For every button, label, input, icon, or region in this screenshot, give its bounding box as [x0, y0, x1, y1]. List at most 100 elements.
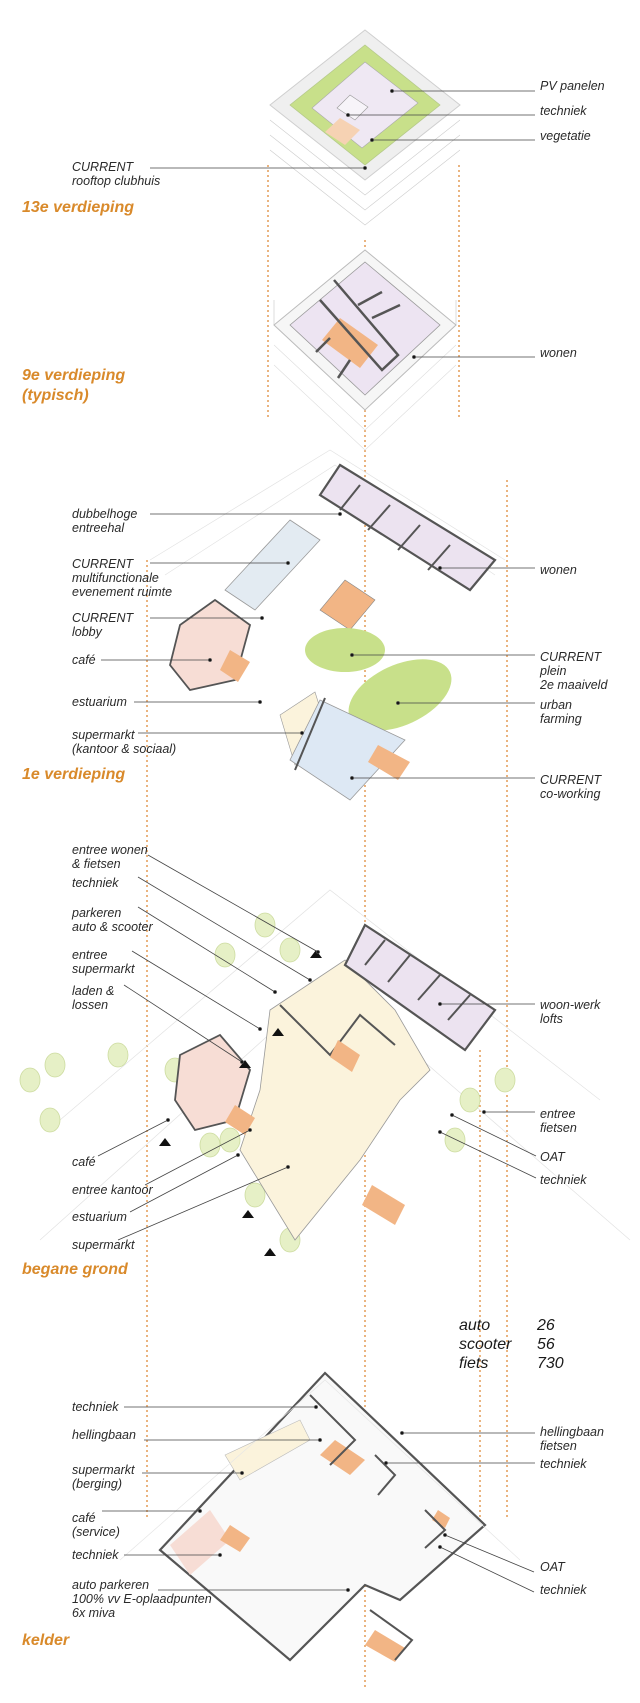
leader-line	[137, 876, 311, 981]
leader-dot	[412, 355, 416, 359]
label-1e-5: supermarkt (kantoor & sociaal)	[72, 728, 177, 756]
label-1e-1: CURRENT multifunctionale evenement ruimt…	[72, 557, 173, 599]
leader-line	[129, 1154, 239, 1213]
floor-basement-drawing	[119, 1371, 521, 1662]
label-13e-1: techniek	[540, 104, 587, 118]
leader-dot	[350, 776, 354, 780]
floor-title-1e: 1e verdieping	[22, 766, 126, 783]
leader-line	[131, 950, 261, 1030]
leader-dot	[438, 1545, 442, 1549]
label-kelder-8: OAT	[540, 1560, 565, 1574]
leader-dot	[438, 1130, 442, 1134]
leader-dot	[236, 1153, 240, 1157]
stat-value: 730	[537, 1355, 564, 1372]
leader-dot	[308, 978, 312, 982]
label-kelder-6: hellingbaan fietsen	[540, 1425, 604, 1453]
label-kelder-9: techniek	[540, 1583, 587, 1597]
label-kelder-3: café (service)	[72, 1511, 120, 1539]
leader-line	[123, 984, 243, 1063]
leader-dot	[314, 1405, 318, 1409]
stat-value: 56	[537, 1336, 555, 1353]
label-bg-11: OAT	[540, 1150, 565, 1164]
floor-1e-drawing	[149, 449, 506, 801]
leader-dot	[438, 566, 442, 570]
label-bg-1: techniek	[72, 876, 119, 890]
leader-dot	[248, 1128, 252, 1132]
label-bg-0: entree wonen & fietsen	[72, 843, 148, 871]
floor-title-bg: begane grond	[22, 1261, 128, 1278]
leader-dot	[370, 138, 374, 142]
label-bg-10: entree fietsen	[540, 1107, 577, 1135]
floor-title-9e: 9e verdieping (typisch)	[22, 367, 126, 404]
parking-stats: auto 26 scooter 56 fiets 730	[459, 1316, 564, 1373]
label-1e-3: café	[72, 653, 96, 667]
label-13e-0: PV panelen	[540, 79, 605, 93]
label-bg-12: techniek	[540, 1173, 587, 1187]
leader-dot	[300, 731, 304, 735]
leader-lines	[97, 89, 537, 1593]
leader-dot	[443, 1533, 447, 1537]
leader-dot	[338, 512, 342, 516]
label-kelder-2: supermarkt (berging)	[72, 1463, 135, 1491]
label-13e-2: vegetatie	[540, 129, 591, 143]
label-1e-8: urban farming	[540, 698, 582, 726]
leader-line	[144, 1129, 251, 1186]
label-bg-7: estuarium	[72, 1210, 127, 1224]
floor-title-kelder: kelder	[22, 1632, 70, 1649]
leader-dot	[258, 1027, 262, 1031]
label-kelder-4: techniek	[72, 1548, 119, 1562]
stat-row-fiets: fiets 730	[459, 1354, 564, 1373]
leader-dot	[166, 1118, 170, 1122]
leader-line	[147, 854, 319, 953]
label-1e-9: CURRENT co-working	[540, 773, 602, 801]
label-1e-6: wonen	[540, 563, 577, 577]
leader-line	[117, 1166, 289, 1241]
stat-row-auto: auto 26	[459, 1316, 564, 1335]
stat-label: auto	[459, 1317, 491, 1334]
label-bg-4: laden & lossen	[72, 984, 115, 1012]
stat-label: scooter	[459, 1336, 512, 1353]
leader-dot	[350, 653, 354, 657]
leader-dot	[482, 1110, 486, 1114]
label-kelder-1: hellingbaan	[72, 1428, 136, 1442]
label-bg-9: woon-werk lofts	[540, 998, 601, 1026]
leader-line	[97, 1119, 169, 1157]
label-bg-6: entree kantoor	[72, 1183, 153, 1197]
floor-13e-drawing	[269, 29, 461, 226]
label-bg-2: parkeren auto & scooter	[72, 906, 153, 934]
leader-dot	[318, 1438, 322, 1442]
label-bg-3: entree supermarkt	[72, 948, 135, 976]
leader-dot	[273, 990, 277, 994]
leader-line	[451, 1114, 537, 1157]
stat-label: fiets	[459, 1355, 489, 1372]
leader-line	[439, 1546, 535, 1593]
floor-title-13e: 13e verdieping	[22, 199, 135, 216]
leader-dot	[208, 658, 212, 662]
leader-dot	[346, 113, 350, 117]
label-kelder-5: auto parkeren 100% vv E-oplaadpunten 6x …	[72, 1578, 212, 1620]
leader-dot	[438, 1002, 442, 1006]
leader-dot	[286, 561, 290, 565]
leader-dot	[346, 1588, 350, 1592]
leader-dot	[450, 1113, 454, 1117]
leader-dot	[384, 1461, 388, 1465]
label-1e-2: CURRENT lobby	[72, 611, 134, 639]
leader-dot	[363, 166, 367, 170]
leader-dot	[316, 950, 320, 954]
label-9e-0: wonen	[540, 346, 577, 360]
floor-9e-drawing	[273, 249, 457, 451]
label-kelder-7: techniek	[540, 1457, 587, 1471]
leader-dot	[286, 1165, 290, 1169]
leader-line	[137, 906, 276, 993]
leader-dot	[240, 1471, 244, 1475]
leader-dot	[400, 1431, 404, 1435]
leader-dot	[390, 89, 394, 93]
leader-dot	[198, 1509, 202, 1513]
stat-value: 26	[537, 1317, 555, 1334]
leader-dot	[260, 616, 264, 620]
label-bg-8: supermarkt	[72, 1238, 135, 1252]
leader-dot	[218, 1553, 222, 1557]
leader-dot	[258, 700, 262, 704]
